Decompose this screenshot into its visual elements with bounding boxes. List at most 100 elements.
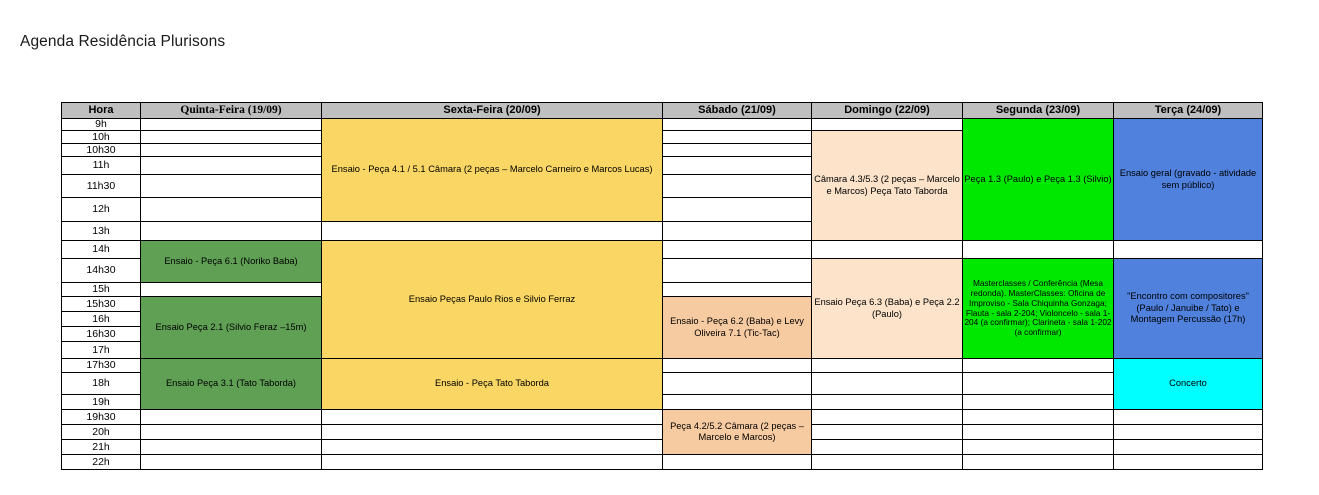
column-header-sabado: Sábado (21/09) — [662, 102, 812, 119]
column-header-hora: Hora — [61, 102, 141, 119]
event-block[interactable]: Masterclasses / Conferência (Mesa redond… — [962, 258, 1114, 359]
hour-label: 14h30 — [61, 258, 141, 283]
empty-slot[interactable] — [662, 174, 812, 198]
event-block[interactable]: "Encontro com compositores" (Paulo / Jan… — [1113, 258, 1263, 359]
table-row: 12h — [61, 197, 1263, 222]
hour-label: 11h — [61, 156, 141, 175]
empty-slot[interactable] — [811, 409, 963, 425]
empty-slot[interactable] — [140, 197, 322, 222]
event-label: Ensaio Peça 6.3 (Baba) e Peça 2.2 (Paulo… — [814, 297, 960, 319]
empty-slot[interactable] — [811, 118, 963, 131]
event-block[interactable]: Ensaio - Peça 4.1 / 5.1 Câmara (2 peças … — [321, 118, 663, 222]
table-row: 20h — [61, 424, 1263, 440]
empty-slot[interactable] — [1113, 409, 1263, 425]
empty-slot[interactable] — [140, 424, 322, 440]
empty-slot[interactable] — [321, 424, 663, 440]
empty-slot[interactable] — [662, 358, 812, 373]
event-label: Ensaio Peça 2.1 (Silvio Feraz –15m) — [155, 321, 307, 332]
event-label: Ensaio - Peça Tato Taborda — [435, 378, 549, 389]
event-block[interactable]: Ensaio Peça 6.3 (Baba) e Peça 2.2 (Paulo… — [811, 258, 963, 359]
empty-slot[interactable] — [662, 197, 812, 222]
empty-slot[interactable] — [662, 240, 812, 259]
event-label: Ensaio Peça 3.1 (Tato Taborda) — [165, 378, 297, 389]
empty-slot[interactable] — [662, 221, 812, 241]
empty-slot[interactable] — [662, 258, 812, 283]
empty-slot[interactable] — [662, 118, 812, 131]
empty-slot[interactable] — [962, 358, 1114, 373]
empty-slot[interactable] — [962, 372, 1114, 395]
empty-slot[interactable] — [962, 424, 1114, 440]
empty-slot[interactable] — [811, 454, 963, 470]
empty-slot[interactable] — [662, 156, 812, 175]
event-block[interactable]: Ensaio geral (gravado - atividade sem pú… — [1113, 118, 1263, 241]
event-block[interactable]: Ensaio Peça 2.1 (Silvio Feraz –15m) — [140, 296, 322, 359]
empty-slot[interactable] — [140, 221, 322, 241]
empty-slot[interactable] — [321, 409, 663, 425]
event-block[interactable]: Ensaio - Peça 6.1 (Noriko Baba) — [140, 240, 322, 283]
empty-slot[interactable] — [140, 130, 322, 144]
empty-slot[interactable] — [1113, 439, 1263, 455]
empty-slot[interactable] — [140, 282, 322, 297]
empty-slot[interactable] — [662, 143, 812, 157]
table-row: 16h30 — [61, 326, 1263, 342]
empty-slot[interactable] — [321, 221, 663, 241]
event-block[interactable]: Ensaio Peças Paulo Rios e Silvio Ferraz — [321, 240, 663, 359]
empty-slot[interactable] — [962, 240, 1114, 259]
empty-slot[interactable] — [140, 156, 322, 175]
event-block[interactable]: Câmara 4.3/5.3 (2 peças – Marcelo e Marc… — [811, 130, 963, 241]
event-block[interactable]: Peça 1.3 (Paulo) e Peça 1.3 (Silvio) — [962, 118, 1114, 241]
empty-slot[interactable] — [321, 454, 663, 470]
empty-slot[interactable] — [962, 454, 1114, 470]
empty-slot[interactable] — [1113, 454, 1263, 470]
table-row: 10h30 — [61, 143, 1263, 157]
empty-slot[interactable] — [140, 118, 322, 131]
empty-slot[interactable] — [140, 454, 322, 470]
empty-slot[interactable] — [811, 424, 963, 440]
column-header-terca: Terça (24/09) — [1113, 102, 1263, 119]
empty-slot[interactable] — [811, 394, 963, 410]
hour-label: 17h30 — [61, 358, 141, 373]
empty-slot[interactable] — [140, 409, 322, 425]
empty-slot[interactable] — [1113, 240, 1263, 259]
empty-slot[interactable] — [811, 372, 963, 395]
empty-slot[interactable] — [662, 282, 812, 297]
event-block[interactable]: Ensaio - Peça Tato Taborda — [321, 358, 663, 410]
empty-slot[interactable] — [321, 439, 663, 455]
empty-slot[interactable] — [811, 240, 963, 259]
empty-slot[interactable] — [140, 439, 322, 455]
event-label: "Encontro com compositores" (Paulo / Jan… — [1127, 291, 1249, 325]
empty-slot[interactable] — [140, 143, 322, 157]
empty-slot[interactable] — [662, 454, 812, 470]
hour-label: 16h30 — [61, 326, 141, 342]
empty-slot[interactable] — [811, 358, 963, 373]
hour-label: 10h30 — [61, 143, 141, 157]
table-row: 11h30 — [61, 174, 1263, 198]
table-row: 21h — [61, 439, 1263, 455]
empty-slot[interactable] — [1113, 424, 1263, 440]
event-block[interactable]: Peça 4.2/5.2 Câmara (2 peças – Marcelo e… — [662, 409, 812, 455]
event-block[interactable]: Concerto — [1113, 358, 1263, 410]
event-label: Ensaio Peças Paulo Rios e Silvio Ferraz — [408, 293, 576, 304]
event-block[interactable]: Ensaio Peça 3.1 (Tato Taborda) — [140, 358, 322, 410]
event-label: Câmara 4.3/5.3 (2 peças – Marcelo e Marc… — [814, 174, 960, 196]
empty-slot[interactable] — [811, 439, 963, 455]
event-block[interactable]: Ensaio - Peça 6.2 (Baba) e Levy Oliveira… — [662, 296, 812, 359]
event-label: Ensaio - Peça 6.2 (Baba) e Levy Oliveira… — [670, 316, 804, 338]
event-label: Peça 1.3 (Paulo) e Peça 1.3 (Silvio) — [964, 173, 1112, 184]
table-row: 13h — [61, 221, 1263, 241]
page-title: Agenda Residência Plurisons — [20, 33, 226, 50]
hour-label: 19h — [61, 394, 141, 410]
empty-slot[interactable] — [962, 409, 1114, 425]
empty-slot[interactable] — [962, 394, 1114, 410]
empty-slot[interactable] — [662, 130, 812, 144]
empty-slot[interactable] — [662, 372, 812, 395]
empty-slot[interactable] — [962, 439, 1114, 455]
empty-slot[interactable] — [662, 394, 812, 410]
hour-label: 11h30 — [61, 174, 141, 198]
empty-slot[interactable] — [140, 174, 322, 198]
table-header: Hora Quinta-Feira (19/09)Sexta-Feira (20… — [61, 102, 1263, 119]
event-label: Peça 4.2/5.2 Câmara (2 peças – Marcelo e… — [670, 420, 804, 442]
hour-label: 19h30 — [61, 409, 141, 425]
